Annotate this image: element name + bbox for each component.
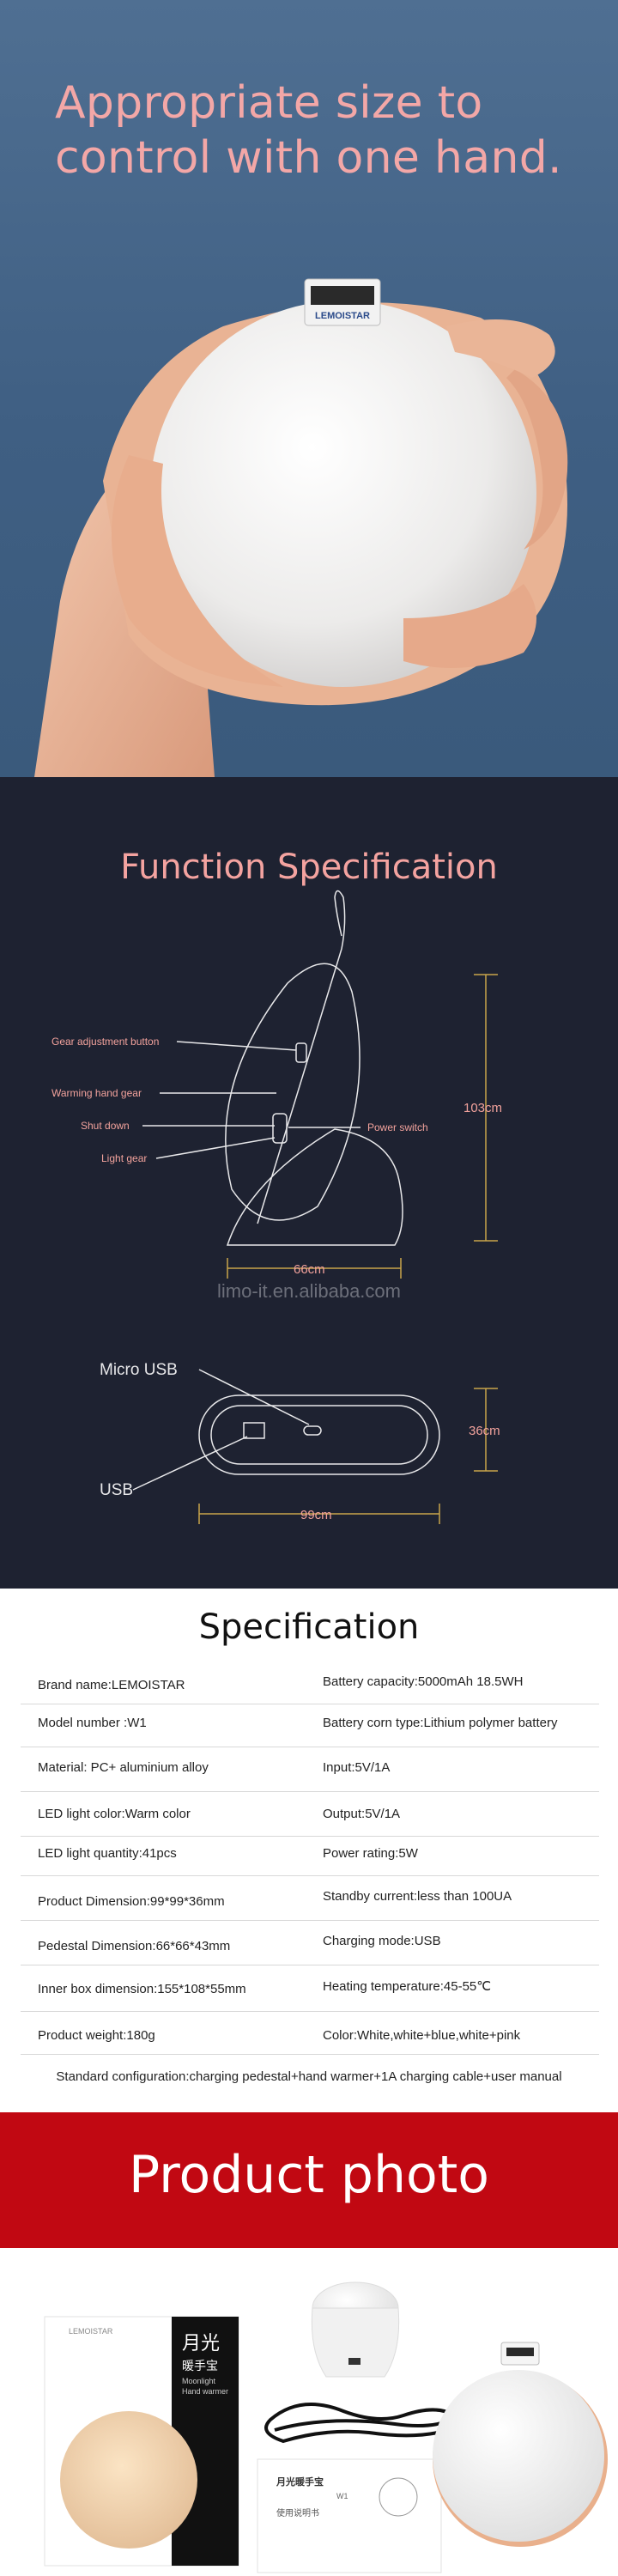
charging-pedestal-body — [311, 2307, 400, 2378]
spec-left-cell: LED light color:Warm color — [38, 1807, 191, 1821]
spec-row: Material: PC+ aluminium alloy Input:5V/1… — [21, 1747, 599, 1792]
box-brand-text: LEMOISTAR — [69, 2327, 113, 2336]
spec-right-cell: Standby current:less than 100UA — [323, 1889, 512, 1904]
length-dimension-label: 99cm — [300, 1508, 332, 1522]
box-subtitle-cn: 暖手宝 — [182, 2360, 218, 2373]
fingertip-top — [446, 319, 555, 378]
warming-hand-label: Warming hand gear — [52, 1087, 142, 1099]
thumb-left — [112, 455, 283, 687]
function-specification-section: Function Specification — [0, 777, 618, 1589]
device-top-outline — [198, 1394, 440, 1475]
product-photo-banner: Product photo — [0, 2112, 618, 2248]
watermark-text: limo-it.en.alibaba.com — [217, 1280, 401, 1302]
box-title-en: Moonlight — [182, 2377, 216, 2385]
warmer-disc — [150, 301, 536, 687]
spec-right-cell: Output:5V/1A — [323, 1807, 401, 1821]
spec-row: Brand name:LEMOISTAR Battery capacity:50… — [21, 1669, 599, 1704]
packaging-moon-image — [60, 2411, 197, 2549]
height-dimension-label: 103cm — [464, 1101, 502, 1115]
function-diagram: Gear adjustment button Warming hand gear… — [52, 890, 502, 1524]
power-switch-shape — [272, 1113, 288, 1144]
pedestal-outline — [226, 1128, 403, 1246]
spec-row: LED light color:Warm color Output:5V/1A — [21, 1791, 599, 1837]
usb-callout-line — [132, 1436, 248, 1491]
pedestal-usb-port — [348, 2358, 360, 2365]
tag-logo-mark — [311, 286, 374, 305]
standard-configuration-text: Standard configuration:charging pedestal… — [56, 2069, 562, 2084]
tag-brand-text: LEMOISTAR — [315, 311, 370, 321]
usb-port-shape — [243, 1422, 265, 1439]
box-title-cn: 月光 — [182, 2333, 220, 2354]
spec-left-cell: Pedestal Dimension:66*66*43mm — [38, 1939, 231, 1953]
hero-title: Appropriate size to control with one han… — [55, 76, 604, 185]
product-photo-title: Product photo — [129, 2145, 489, 2205]
user-manual — [257, 2458, 442, 2573]
spec-row: Model number :W1 Battery corn type:Lithi… — [21, 1704, 599, 1747]
specification-section: Specification Brand name:LEMOISTAR Batte… — [0, 1589, 618, 2112]
spec-left-cell: Product weight:180g — [38, 2028, 155, 2043]
spec-right-cell: Heating temperature:45-55℃ — [323, 1979, 492, 1994]
spec-left-cell: Material: PC+ aluminium alloy — [38, 1760, 209, 1775]
hero-title-line-2: control with one hand. — [55, 132, 562, 184]
gear-button-shape — [295, 1042, 307, 1063]
specification-title: Specification — [198, 1607, 420, 1647]
shut-down-label: Shut down — [81, 1120, 130, 1132]
spec-right-cell: Battery capacity:5000mAh 18.5WH — [323, 1674, 524, 1689]
spec-row: LED light quantity:41pcs Power rating:5W — [21, 1836, 599, 1876]
micro-usb-port-shape — [303, 1425, 322, 1436]
spec-right-cell: Input:5V/1A — [323, 1760, 391, 1775]
gear-callout-line — [176, 1041, 297, 1051]
device-top-inner — [210, 1405, 428, 1465]
hero-title-line-1: Appropriate size to — [55, 77, 483, 129]
spec-row: Product Dimension:99*99*36mm Standby cur… — [21, 1875, 599, 1921]
hero-section: Appropriate size to control with one han… — [0, 0, 618, 777]
finger-bottom — [403, 584, 536, 668]
usb-label: USB — [100, 1481, 133, 1499]
spec-left-cell: Model number :W1 — [38, 1716, 147, 1730]
width-dimension-label: 66cm — [294, 1262, 325, 1277]
finger-right — [506, 369, 568, 550]
product-photos-illustration: LEMOISTAR 月光 暖手宝 Moonlight Hand warmer 月… — [44, 2281, 608, 2573]
light-gear-label: Light gear — [101, 1152, 147, 1164]
manual-title-cn: 月光暖手宝 — [276, 2476, 324, 2488]
manual-device-sketch — [379, 2477, 418, 2517]
function-spec-title: Function Specification — [120, 848, 498, 887]
spec-right-cell: Charging mode:USB — [323, 1934, 441, 1948]
light-callout-line — [155, 1137, 276, 1159]
manual-label-cn: 使用说明书 — [276, 2507, 319, 2518]
lanyard-loop — [334, 890, 346, 950]
spec-left-cell: Inner box dimension:155*108*55mm — [38, 1982, 246, 1996]
box-subtitle-en: Hand warmer — [182, 2387, 228, 2396]
product-photos-section: LEMOISTAR 月光 暖手宝 Moonlight Hand warmer 月… — [0, 2248, 618, 2576]
spec-right-cell: Battery corn type:Lithium polymer batter… — [323, 1716, 558, 1730]
micro-usb-label: Micro USB — [100, 1361, 178, 1379]
thickness-dimension-label: 36cm — [469, 1424, 500, 1438]
spec-right-cell: Color:White,white+blue,white+pink — [323, 2028, 521, 2043]
device-strap-line — [257, 948, 342, 1224]
spec-left-cell: LED light quantity:41pcs — [38, 1846, 177, 1861]
spec-right-cell: Power rating:5W — [323, 1846, 418, 1861]
micro-usb-callout-line — [198, 1369, 310, 1425]
manual-model: W1 — [336, 2492, 348, 2500]
spec-left-cell: Brand name:LEMOISTAR — [38, 1678, 185, 1692]
spec-left-cell: Product Dimension:99*99*36mm — [38, 1894, 225, 1909]
hand-holding-warmer-illustration: LEMOISTAR — [34, 278, 568, 777]
warmer-disc-front — [433, 2370, 604, 2542]
spec-row: Pedestal Dimension:66*66*43mm Charging m… — [21, 1920, 599, 1965]
spec-row: Product weight:180g Color:White,white+bl… — [21, 2011, 599, 2055]
device-side-outline — [225, 963, 360, 1221]
gear-adjustment-label: Gear adjustment button — [52, 1036, 159, 1048]
spec-row: Inner box dimension:155*108*55mm Heating… — [21, 1965, 599, 2012]
power-switch-label: Power switch — [367, 1121, 428, 1133]
